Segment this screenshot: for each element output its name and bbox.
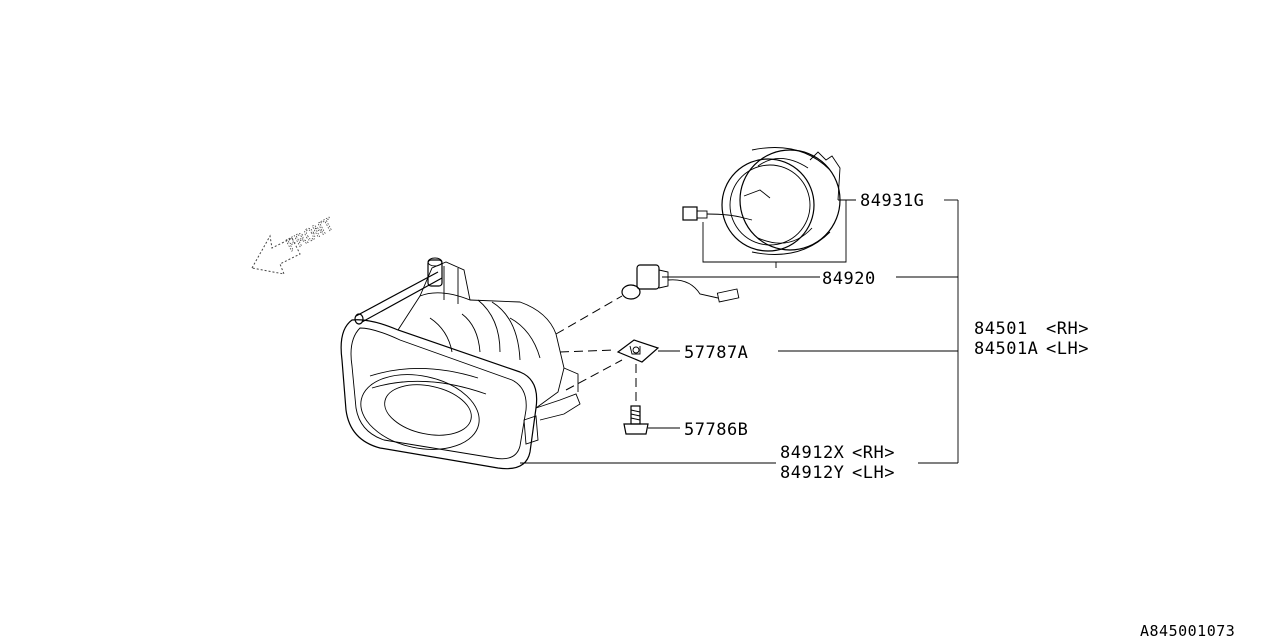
screw-part bbox=[623, 364, 680, 435]
clip-nut-part bbox=[616, 339, 680, 363]
assembly-guides bbox=[555, 295, 623, 391]
callout-84912X-suffix: <RH> bbox=[852, 443, 895, 463]
leader-lines bbox=[520, 199, 959, 464]
callout-84501A-suffix: <LH> bbox=[1046, 339, 1089, 359]
bezel-ring-part bbox=[682, 147, 852, 268]
reference-code: A845001073 bbox=[1140, 622, 1235, 640]
callout-84920: 84920 bbox=[822, 269, 876, 289]
callout-84501: 84501 bbox=[974, 319, 1028, 339]
callout-84931G: 84931G bbox=[860, 191, 924, 211]
callout-84501-suffix: <RH> bbox=[1046, 319, 1089, 339]
front-arrow-icon bbox=[251, 234, 301, 275]
callout-84912Y: 84912Y bbox=[780, 463, 844, 483]
callout-84912X: 84912X bbox=[780, 443, 845, 463]
front-label: FRONT bbox=[283, 215, 338, 257]
callout-84912Y-suffix: <LH> bbox=[852, 463, 895, 483]
callout-57787A: 57787A bbox=[684, 343, 748, 363]
callout-57786B: 57786B bbox=[684, 420, 748, 440]
bulb-part bbox=[621, 264, 820, 303]
callout-84501A: 84501A bbox=[974, 339, 1038, 359]
fog-lamp-part bbox=[340, 257, 581, 470]
